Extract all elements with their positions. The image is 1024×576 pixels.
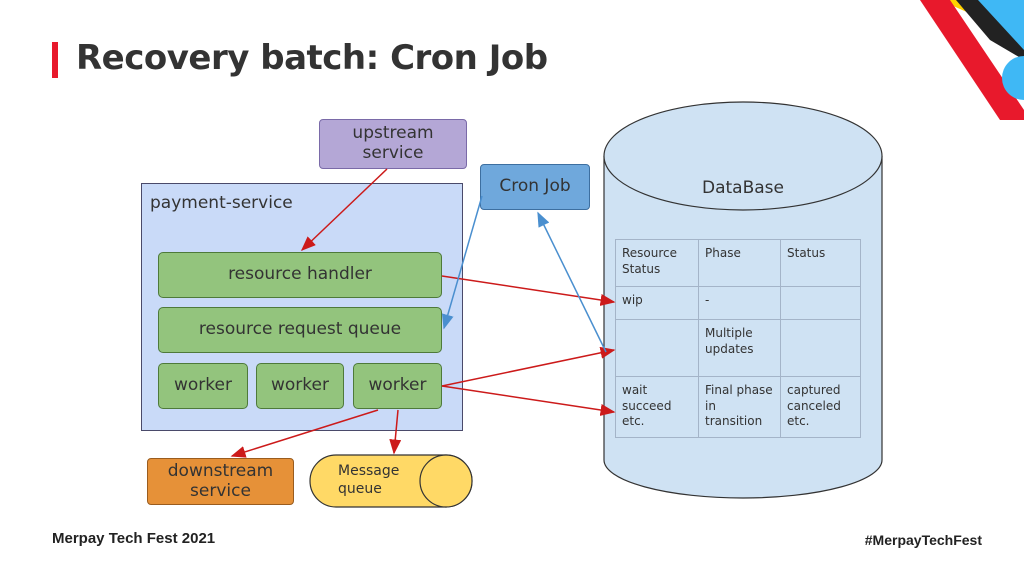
upstream-service-box: upstream service (319, 119, 467, 169)
slide-title: Recovery batch: Cron Job (76, 38, 548, 78)
cron-job-box: Cron Job (480, 164, 590, 210)
table-header: Resource Status (615, 239, 699, 287)
footer-event-name: Merpay Tech Fest 2021 (52, 530, 216, 547)
table-row: wip - (615, 286, 861, 320)
resource-request-queue-box: resource request queue (158, 307, 442, 353)
table-header: Phase (698, 239, 781, 287)
table-row: Multiple updates (615, 319, 861, 377)
database-title: DataBase (702, 178, 784, 198)
table-header: Status (780, 239, 861, 287)
table-cell: Multiple updates (698, 319, 781, 377)
title-accent-bar (52, 42, 58, 78)
downstream-service-box: downstream service (147, 458, 294, 505)
table-cell: wip (615, 286, 699, 320)
table-cell: wait succeed etc. (615, 376, 699, 438)
table-cell: captured canceled etc. (780, 376, 861, 438)
resource-handler-box: resource handler (158, 252, 442, 298)
database-table: Resource Status Phase Status wip - Multi… (615, 239, 861, 438)
table-cell (780, 319, 861, 377)
table-header-row: Resource Status Phase Status (615, 239, 861, 287)
payment-service-label: payment-service (150, 193, 293, 213)
message-queue-label: Message queue (338, 463, 400, 498)
table-row: wait succeed etc. Final phase in transit… (615, 376, 861, 438)
table-cell (780, 286, 861, 320)
corner-logo (920, 0, 1024, 120)
worker-box: worker (353, 363, 442, 409)
table-cell: - (698, 286, 781, 320)
footer-hashtag: #MerpayTechFest (864, 532, 982, 548)
table-cell: Final phase in transition (698, 376, 781, 438)
worker-box: worker (256, 363, 344, 409)
table-cell (615, 319, 699, 377)
worker-box: worker (158, 363, 248, 409)
